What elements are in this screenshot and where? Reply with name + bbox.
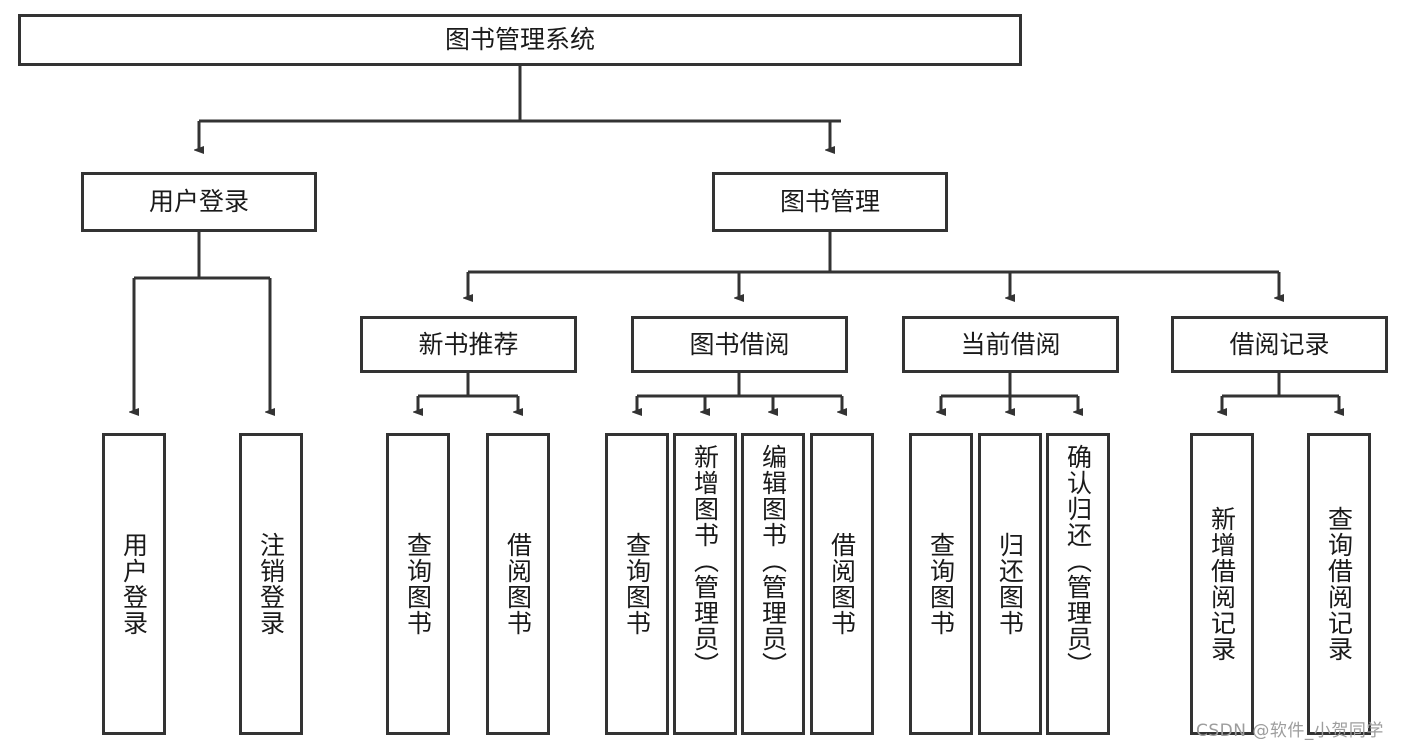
leaf-query-borrow-record-label: 查询借阅记录 (1324, 506, 1354, 662)
leaf-user-login-label: 用户登录 (119, 532, 149, 636)
leaf-return-book[interactable]: 归还图书 (978, 433, 1042, 735)
leaf-logout-label: 注销登录 (256, 532, 286, 636)
leaf-edit-book-admin[interactable]: 编辑图书（管理员） (741, 433, 805, 735)
node-book-borrow[interactable]: 图书借阅 (631, 316, 848, 373)
leaf-add-book-admin[interactable]: 新增图书（管理员） (673, 433, 737, 735)
leaf-user-login[interactable]: 用户登录 (102, 433, 166, 735)
leaf-borrow-book-borrow[interactable]: 借阅图书 (810, 433, 874, 735)
leaf-borrow-book-newbook-label: 借阅图书 (503, 532, 533, 636)
leaf-query-book-newbook[interactable]: 查询图书 (386, 433, 450, 735)
node-user-login-label: 用户登录 (148, 187, 249, 217)
leaf-query-book-current[interactable]: 查询图书 (909, 433, 973, 735)
leaf-add-borrow-record-label: 新增借阅记录 (1207, 506, 1237, 662)
csdn-watermark: CSDN @软件_小贺同学 (1196, 721, 1384, 741)
node-root[interactable]: 图书管理系统 (18, 14, 1022, 66)
leaf-add-borrow-record[interactable]: 新增借阅记录 (1190, 433, 1254, 735)
node-new-book-recommend-label: 新书推荐 (418, 329, 519, 359)
leaf-return-book-label: 归还图书 (995, 532, 1025, 636)
node-borrow-record-label: 借阅记录 (1229, 329, 1330, 359)
node-book-borrow-label: 图书借阅 (689, 329, 790, 359)
leaf-borrow-book-newbook[interactable]: 借阅图书 (486, 433, 550, 735)
leaf-add-book-admin-label: 新增图书（管理员） (690, 444, 720, 678)
leaf-edit-book-admin-label: 编辑图书（管理员） (758, 444, 788, 678)
node-book-management-label: 图书管理 (779, 187, 880, 217)
node-user-login[interactable]: 用户登录 (81, 172, 317, 232)
node-current-borrow-label: 当前借阅 (960, 329, 1061, 359)
leaf-confirm-return-admin[interactable]: 确认归还（管理员） (1046, 433, 1110, 735)
leaf-confirm-return-admin-label: 确认归还（管理员） (1063, 444, 1093, 678)
node-book-management[interactable]: 图书管理 (712, 172, 948, 232)
leaf-logout[interactable]: 注销登录 (239, 433, 303, 735)
node-current-borrow[interactable]: 当前借阅 (902, 316, 1119, 373)
leaf-query-book-borrow-label: 查询图书 (622, 532, 652, 636)
node-borrow-record[interactable]: 借阅记录 (1171, 316, 1388, 373)
leaf-query-book-borrow[interactable]: 查询图书 (605, 433, 669, 735)
leaf-borrow-book-borrow-label: 借阅图书 (827, 532, 857, 636)
leaf-query-borrow-record[interactable]: 查询借阅记录 (1307, 433, 1371, 735)
node-root-label: 图书管理系统 (444, 25, 595, 55)
leaf-query-book-newbook-label: 查询图书 (403, 532, 433, 636)
node-new-book-recommend[interactable]: 新书推荐 (360, 316, 577, 373)
leaf-query-book-current-label: 查询图书 (926, 532, 956, 636)
